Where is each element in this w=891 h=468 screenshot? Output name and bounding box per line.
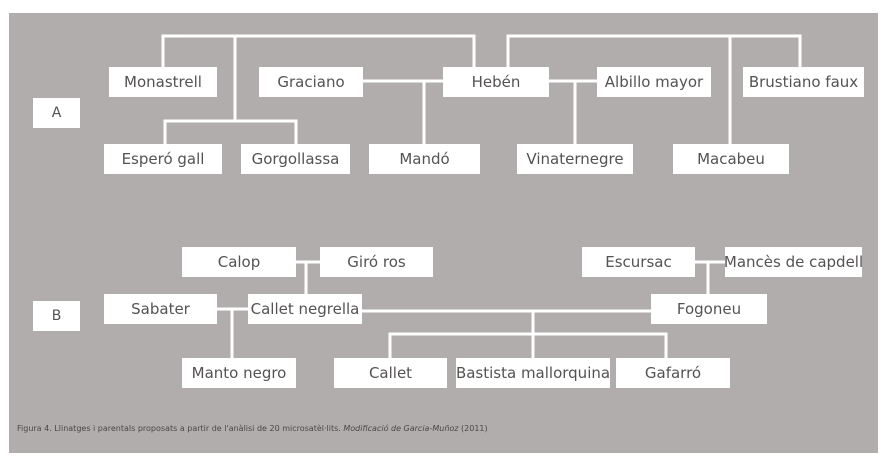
caption-italic: Modificació de Garcia-Muñoz xyxy=(343,424,459,433)
node-espero-gall: Esperó gall xyxy=(104,144,222,174)
node-mances-de-capdell: Mancès de capdell xyxy=(724,247,863,277)
node-mando: Mandó xyxy=(369,144,480,174)
node-callet: Callet xyxy=(334,358,447,388)
node-monastrell: Monastrell xyxy=(109,67,217,97)
node-giro-ros: Giró ros xyxy=(320,247,433,277)
section-label-a: A xyxy=(33,98,80,128)
node-callet-negrella: Callet negrella xyxy=(248,294,362,324)
node-sabater: Sabater xyxy=(104,294,217,324)
node-macabeu: Macabeu xyxy=(673,144,789,174)
node-escursac: Escursac xyxy=(582,247,695,277)
node-calop: Calop xyxy=(182,247,296,277)
node-gafarro: Gafarró xyxy=(616,358,730,388)
node-graciano: Graciano xyxy=(259,67,363,97)
node-brustiano-faux: Brustiano faux xyxy=(743,67,864,97)
node-manto-negro: Manto negro xyxy=(182,358,296,388)
node-heben: Hebén xyxy=(443,67,549,97)
caption-year: (2011) xyxy=(458,424,488,433)
node-fogoneu: Fogoneu xyxy=(651,294,767,324)
node-gorgollassa: Gorgollassa xyxy=(241,144,350,174)
figure-caption: Figura 4. Llinatges i parentals proposat… xyxy=(17,424,488,433)
node-albillo-mayor: Albillo mayor xyxy=(597,67,711,97)
node-vinaternegre: Vinaternegre xyxy=(517,144,633,174)
caption-text: Figura 4. Llinatges i parentals proposat… xyxy=(17,424,344,433)
section-label-b: B xyxy=(33,301,80,331)
node-bastista-mallorquina: Bastista mallorquina xyxy=(456,358,610,388)
